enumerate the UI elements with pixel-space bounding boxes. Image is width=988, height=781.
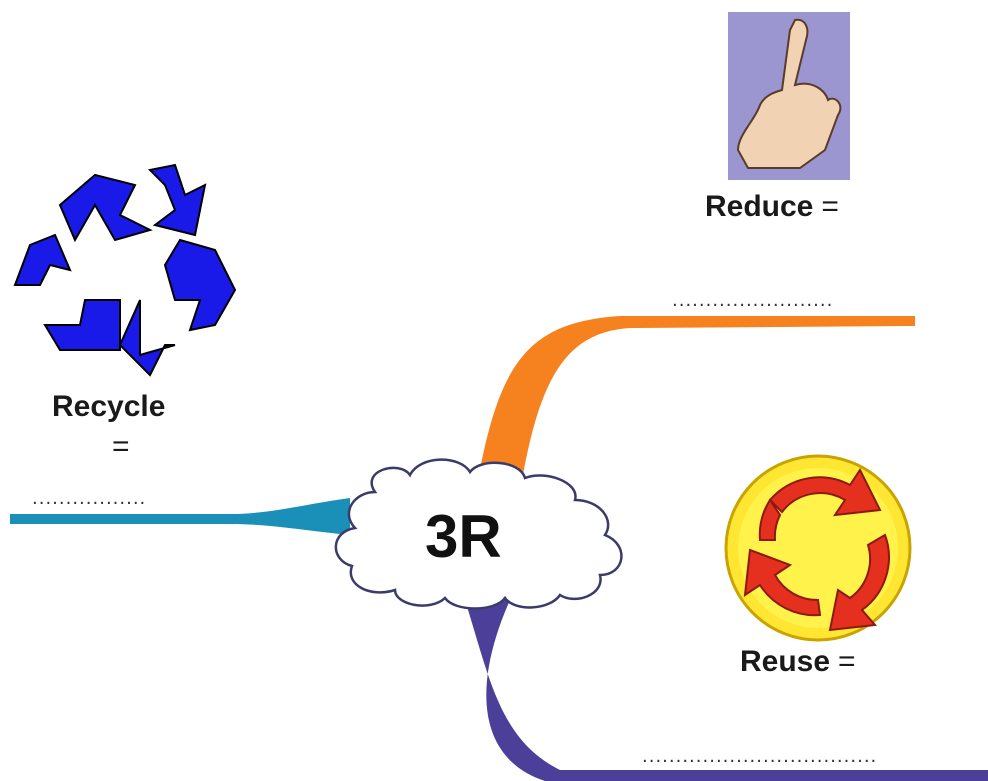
center-label: 3R	[425, 503, 502, 570]
reuse-label: Reuse=	[740, 645, 856, 679]
reduce-label: Reduce=	[705, 190, 839, 224]
reuse-equals: =	[838, 645, 856, 678]
reduce-branch	[478, 316, 915, 480]
reuse-blank-line: ...................................	[642, 746, 878, 767]
recycle-branch	[10, 498, 350, 535]
reduce-blank-line: ........................	[672, 290, 834, 311]
circular-arrows-icon	[724, 454, 912, 642]
reduce-equals: =	[821, 190, 839, 223]
recycle-text: Recycle	[52, 390, 166, 423]
recycle-label: Recycle	[52, 390, 165, 424]
recycle-equals-text: =	[112, 430, 130, 463]
center-cloud	[334, 458, 623, 610]
recycle-arrows-icon	[13, 163, 237, 377]
recycle-equals: =	[112, 430, 130, 464]
recycle-blank-line: .................	[32, 488, 147, 509]
reduce-text: Reduce	[705, 190, 814, 223]
reuse-branch	[465, 600, 988, 781]
raised-index-finger-hand-icon	[728, 12, 850, 180]
reuse-text: Reuse	[740, 645, 831, 678]
